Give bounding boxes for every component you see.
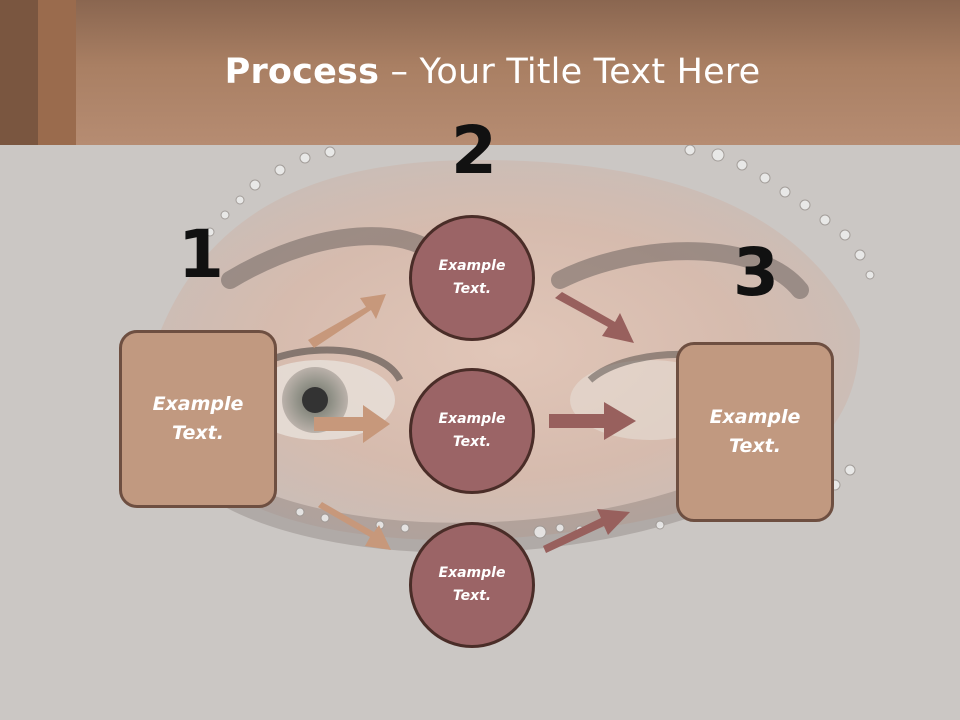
box-text-line2: Text.	[729, 435, 781, 457]
circle-text-line1: Example	[438, 565, 506, 581]
arrow-down-right-top[interactable]	[555, 292, 634, 343]
step-number-2[interactable]: 2	[451, 112, 497, 189]
left-arrows	[308, 294, 391, 550]
box-text-line1: Example	[152, 393, 244, 415]
step-circle-top[interactable]: Example Text.	[409, 215, 535, 341]
step-number-1[interactable]: 1	[178, 216, 224, 293]
arrow-right-middle[interactable]	[314, 405, 390, 443]
circle-text-line1: Example	[438, 258, 506, 274]
step-circle-middle[interactable]: Example Text.	[409, 368, 535, 494]
title-rest: – Your Title Text Here	[379, 52, 761, 92]
step-box-1[interactable]: Example Text.	[119, 330, 277, 508]
circle-text-line1: Example	[438, 411, 506, 427]
header-bar	[0, 0, 960, 145]
arrow-up-right-bottom[interactable]	[543, 509, 630, 553]
box-text-line1: Example	[709, 406, 801, 428]
box-text-line2: Text.	[172, 422, 224, 444]
arrow-up-right[interactable]	[308, 294, 386, 348]
right-arrows	[543, 292, 636, 553]
circle-text-line2: Text.	[452, 434, 492, 450]
arrow-right-center[interactable]	[549, 402, 636, 440]
circle-text-line2: Text.	[452, 588, 492, 604]
step-number-3[interactable]: 3	[733, 234, 779, 311]
step-circle-bottom[interactable]: Example Text.	[409, 522, 535, 648]
circle-text-line2: Text.	[452, 281, 492, 297]
step-box-3[interactable]: Example Text.	[676, 342, 834, 522]
header-stripe	[38, 0, 76, 145]
arrow-down-right[interactable]	[318, 502, 391, 550]
title-bold: Process	[224, 52, 380, 92]
header-stripe	[0, 0, 38, 145]
slide-title[interactable]: Process – Your Title Text Here	[0, 52, 960, 92]
